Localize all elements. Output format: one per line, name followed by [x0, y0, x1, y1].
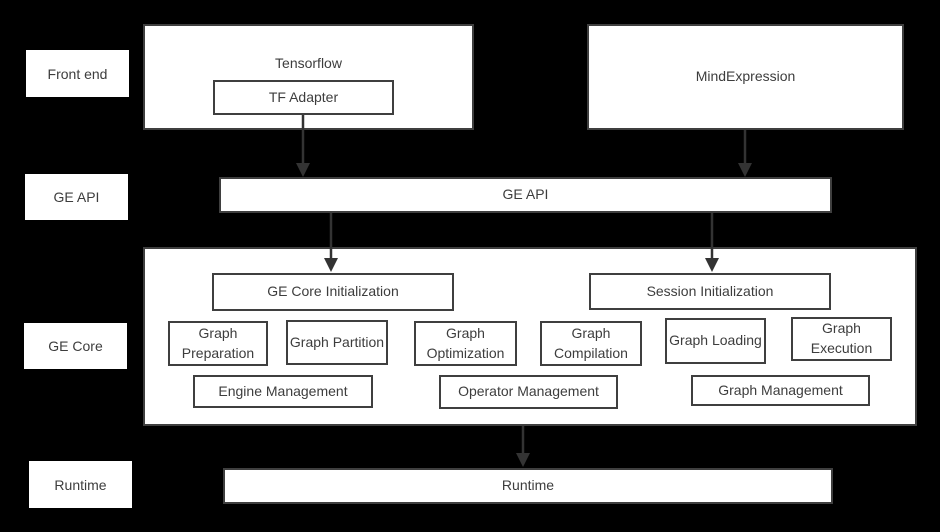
- side-label-runtime: Runtime: [29, 461, 132, 508]
- tensorflow-label: Tensorflow: [275, 55, 342, 71]
- arrow-ge-core-to-runtime: [516, 426, 530, 467]
- graph-execution-box: Graph Execution: [791, 317, 892, 361]
- operator-management-box: Operator Management: [439, 375, 618, 409]
- side-label-ge-core: GE Core: [24, 323, 127, 369]
- graph-optimization-box: Graph Optimization: [414, 321, 517, 366]
- graph-preparation-box: Graph Preparation: [168, 321, 268, 366]
- ge-api-bar: GE API: [219, 177, 832, 213]
- engine-management-box: Engine Management: [193, 375, 373, 408]
- graph-loading-box: Graph Loading: [665, 318, 766, 364]
- graph-partition-box: Graph Partition: [286, 320, 388, 365]
- tf-adapter-box: TF Adapter: [213, 80, 394, 115]
- ge-core-initialization-box: GE Core Initialization: [212, 273, 454, 311]
- session-initialization-box: Session Initialization: [589, 273, 831, 310]
- graph-compilation-box: Graph Compilation: [540, 321, 642, 366]
- graph-management-box: Graph Management: [691, 375, 870, 406]
- side-label-ge-api: GE API: [25, 174, 128, 220]
- mindexpression-box: MindExpression: [587, 24, 904, 130]
- side-label-front-end: Front end: [26, 50, 129, 97]
- runtime-bar: Runtime: [223, 468, 833, 504]
- arrow-mindexpression-to-ge-api: [738, 130, 752, 177]
